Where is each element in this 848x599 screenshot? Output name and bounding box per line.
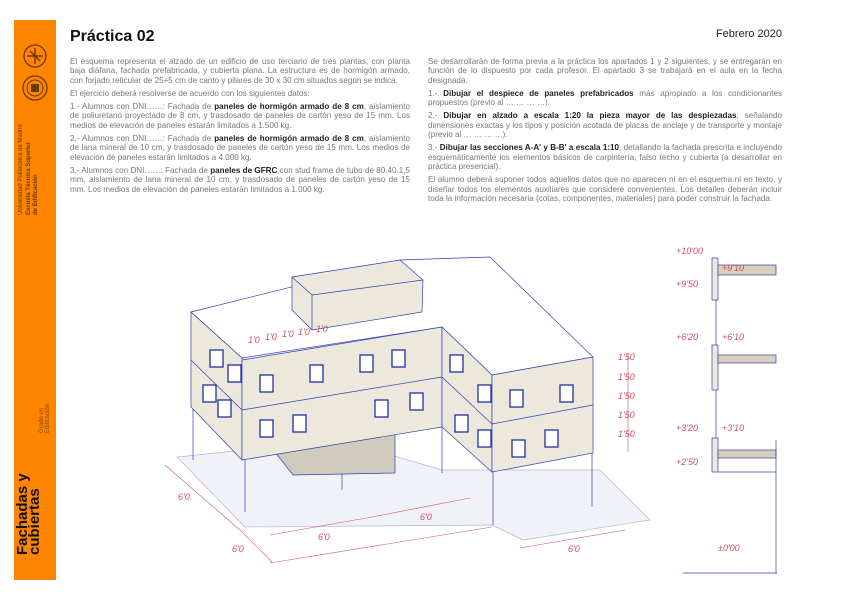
plan-dimension: 6'0 [568, 544, 580, 554]
window [259, 374, 274, 393]
height-dimension: 1'50 [618, 391, 635, 401]
level-label: +2'50 [676, 457, 698, 467]
level-label: +6'10 [722, 332, 744, 342]
level-label: +3'10 [722, 423, 744, 433]
window [511, 439, 526, 458]
page-title: Práctica 02 [70, 28, 155, 45]
window [309, 364, 324, 383]
window [449, 354, 464, 373]
window [477, 429, 492, 448]
left-column: El esquema representa el alzado de un ed… [70, 57, 410, 198]
window [559, 384, 574, 403]
window-dimension: 1'0 [282, 329, 294, 339]
height-dimension: 1'50 [618, 429, 635, 439]
plan-dimension: 6'0 [232, 544, 244, 554]
date: Febrero 2020 [715, 28, 782, 40]
paragraph: El alumno deberá suponer todos aquellos … [428, 175, 782, 203]
plan-dimension: 6'0 [420, 512, 432, 522]
sidebar: Universidad Politécnica de Madrid Escuel… [14, 20, 56, 580]
window-dimension: 1'0 [316, 324, 328, 334]
right-column: Se desarrollarán de forma previa a la pr… [428, 57, 782, 207]
paragraph: 1.- Dibujar el despiece de paneles prefa… [428, 88, 782, 108]
window-dimension: 1'0 [298, 327, 310, 337]
window [202, 384, 217, 403]
height-dimension: 1'50 [618, 352, 635, 362]
level-label: +10'00 [676, 246, 703, 256]
window [374, 399, 389, 418]
window [409, 392, 424, 411]
window [477, 384, 492, 403]
paragraph: 2.- Dibujar en alzado a escala 1:20 la p… [428, 111, 782, 140]
etsem-logo-icon [23, 44, 47, 68]
paragraph: Se desarrollarán de forma previa a la pr… [428, 57, 782, 85]
upm-seal-icon [22, 75, 48, 101]
paragraph: El ejercicio deberá resolverse de acuerd… [70, 88, 310, 98]
height-dimension: 1'50 [618, 410, 635, 420]
window [391, 349, 406, 368]
window [217, 399, 232, 418]
window-dimension: 1'0 [265, 332, 277, 342]
level-label: +9'10 [722, 263, 744, 273]
plan-dimension: 6'0 [318, 532, 330, 542]
window [259, 419, 274, 438]
section-drawing [683, 257, 777, 574]
level-label: +9'50 [676, 279, 698, 289]
window [454, 414, 469, 433]
paragraph: 1.- Alumnos con DNI……: Fachada de panele… [70, 102, 411, 130]
paragraph: 2.- Alumnos con DNI……: Fachada de panele… [70, 134, 411, 162]
level-label: +6'20 [676, 332, 698, 342]
level-label: ±0'00 [718, 543, 740, 553]
window [292, 414, 307, 433]
paragraph: 3.- Dibujar las secciones A-A' y B-B' a … [428, 143, 783, 171]
penthouse-box [291, 259, 424, 331]
paragraph: 3.- Alumnos con DNI……: Fachada de panele… [70, 165, 410, 194]
window [209, 349, 224, 368]
level-label: +3'20 [676, 423, 698, 433]
window [509, 389, 524, 408]
height-dimension: 1'50 [618, 372, 635, 382]
window [359, 354, 374, 373]
plan-dimension: 6'0 [178, 492, 190, 502]
window [227, 364, 242, 383]
window-dimension: 1'0 [248, 335, 260, 345]
paragraph: El esquema representa el alzado de un ed… [70, 57, 410, 85]
window [544, 429, 559, 448]
